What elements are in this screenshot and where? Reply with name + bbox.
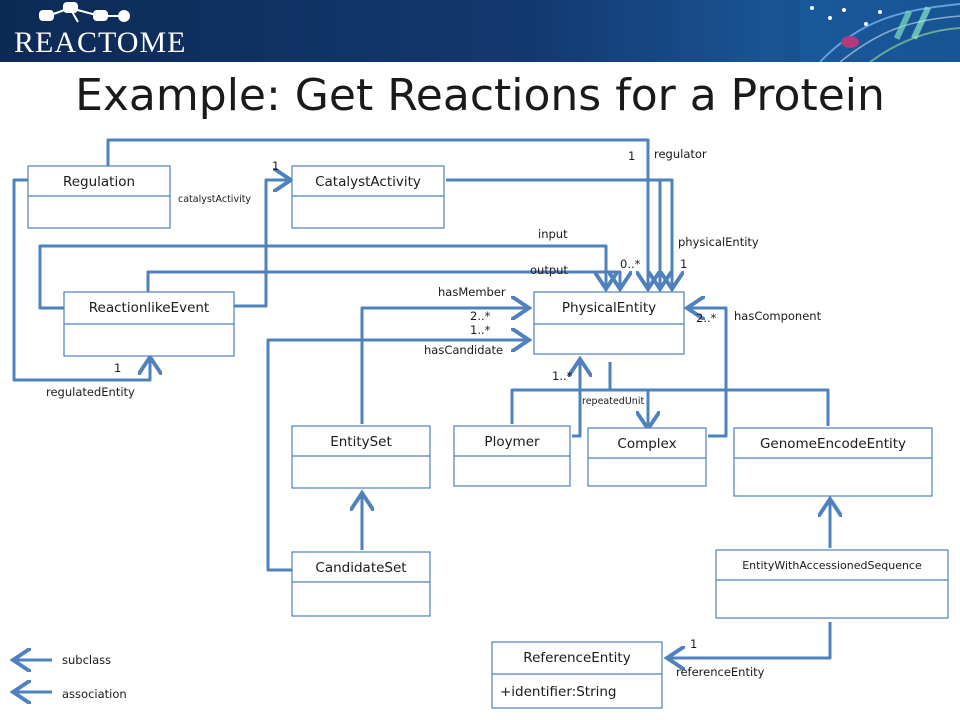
physical-entity-multiplicity: 1 bbox=[680, 257, 687, 271]
class-entity-set-name: EntitySet bbox=[330, 434, 392, 450]
has-member-line bbox=[360, 308, 526, 424]
class-ewas-name: EntityWithAccessionedSequence bbox=[742, 559, 922, 572]
regulated-entity-label: regulatedEntity bbox=[46, 385, 135, 399]
legend: subclass association bbox=[62, 653, 127, 701]
class-physical-entity: PhysicalEntity bbox=[533, 291, 685, 355]
slide-title: Example: Get Reactions for a Protein bbox=[75, 70, 885, 121]
has-component-label: hasComponent bbox=[734, 309, 822, 323]
class-ploymer-name: Ploymer bbox=[484, 434, 540, 450]
reference-entity-line bbox=[670, 622, 832, 658]
reference-entity-multiplicity: 1 bbox=[690, 637, 697, 651]
reference-entity-identifier-attribute: +identifier:String bbox=[500, 684, 617, 700]
class-reference-entity-name: ReferenceEntity bbox=[523, 650, 630, 666]
physical-entity-label: physicalEntity bbox=[678, 235, 759, 249]
has-candidate-line bbox=[266, 340, 526, 572]
logo-network-icon bbox=[39, 2, 130, 23]
has-candidate-multiplicity: 1..* bbox=[470, 323, 491, 337]
has-member-multiplicity: 2..* bbox=[470, 309, 491, 323]
input-output-multiplicity: 0..* bbox=[620, 257, 641, 271]
catalyst-activity-label: catalystActivity bbox=[178, 194, 251, 205]
class-reactionlike-event-name: ReactionlikeEvent bbox=[89, 300, 209, 316]
has-component-line bbox=[690, 308, 728, 438]
output-line bbox=[146, 270, 620, 292]
catalyst-activity-line bbox=[234, 180, 288, 308]
class-ploymer: Ploymer bbox=[453, 425, 571, 487]
subclass-physical-entity-line bbox=[510, 362, 830, 426]
banner-molecule-art bbox=[800, 0, 960, 62]
class-complex-name: Complex bbox=[617, 436, 676, 452]
class-reference-entity: ReferenceEntity +identifier:String bbox=[491, 641, 663, 709]
input-label: input bbox=[538, 227, 568, 241]
repeated-unit-multiplicity: 1..* bbox=[552, 369, 573, 383]
class-entity-with-accessioned-sequence: EntityWithAccessionedSequence bbox=[715, 549, 949, 619]
relation-labels: 1 regulator 1 catalystActivity input out… bbox=[46, 147, 822, 679]
legend-association-label: association bbox=[62, 687, 127, 701]
output-label: output bbox=[530, 263, 568, 277]
regulated-entity-line bbox=[12, 178, 150, 382]
repeated-unit-line bbox=[572, 362, 580, 438]
banner-decoration bbox=[39, 0, 960, 62]
reference-entity-label: referenceEntity bbox=[676, 665, 765, 679]
physical-entity-line-2 bbox=[446, 178, 672, 286]
class-entity-set: EntitySet bbox=[291, 425, 431, 489]
class-regulation-name: Regulation bbox=[63, 174, 135, 190]
class-catalyst-activity-name: CatalystActivity bbox=[315, 174, 421, 190]
regulated-entity-multiplicity: 1 bbox=[114, 361, 121, 375]
class-regulation: Regulation bbox=[27, 165, 171, 229]
class-catalyst-activity: CatalystActivity bbox=[291, 165, 445, 229]
class-genome-encode-entity: GenomeEncodeEntity bbox=[733, 427, 933, 497]
input-line bbox=[38, 244, 606, 310]
catalyst-activity-multiplicity: 1 bbox=[272, 159, 279, 173]
has-component-multiplicity: 2..* bbox=[696, 311, 717, 325]
reactome-banner: REACTOME bbox=[0, 0, 960, 62]
has-candidate-label: hasCandidate bbox=[424, 343, 503, 357]
class-candidate-set-name: CandidateSet bbox=[315, 560, 406, 576]
repeated-unit-label: repeatedUnit bbox=[582, 396, 644, 407]
regulator-label: regulator bbox=[654, 147, 707, 161]
class-candidate-set: CandidateSet bbox=[291, 551, 431, 617]
connectors bbox=[12, 138, 832, 692]
class-physical-entity-name: PhysicalEntity bbox=[562, 300, 656, 316]
regulator-multiplicity: 1 bbox=[628, 149, 635, 163]
regulator-line bbox=[106, 138, 648, 286]
class-reactionlike-event: ReactionlikeEvent bbox=[63, 291, 235, 357]
has-member-label: hasMember bbox=[438, 285, 506, 299]
legend-subclass-label: subclass bbox=[62, 653, 111, 667]
class-complex: Complex bbox=[587, 427, 707, 487]
class-genome-encode-entity-name: GenomeEncodeEntity bbox=[760, 436, 906, 452]
reactome-logo: REACTOME bbox=[14, 26, 187, 59]
